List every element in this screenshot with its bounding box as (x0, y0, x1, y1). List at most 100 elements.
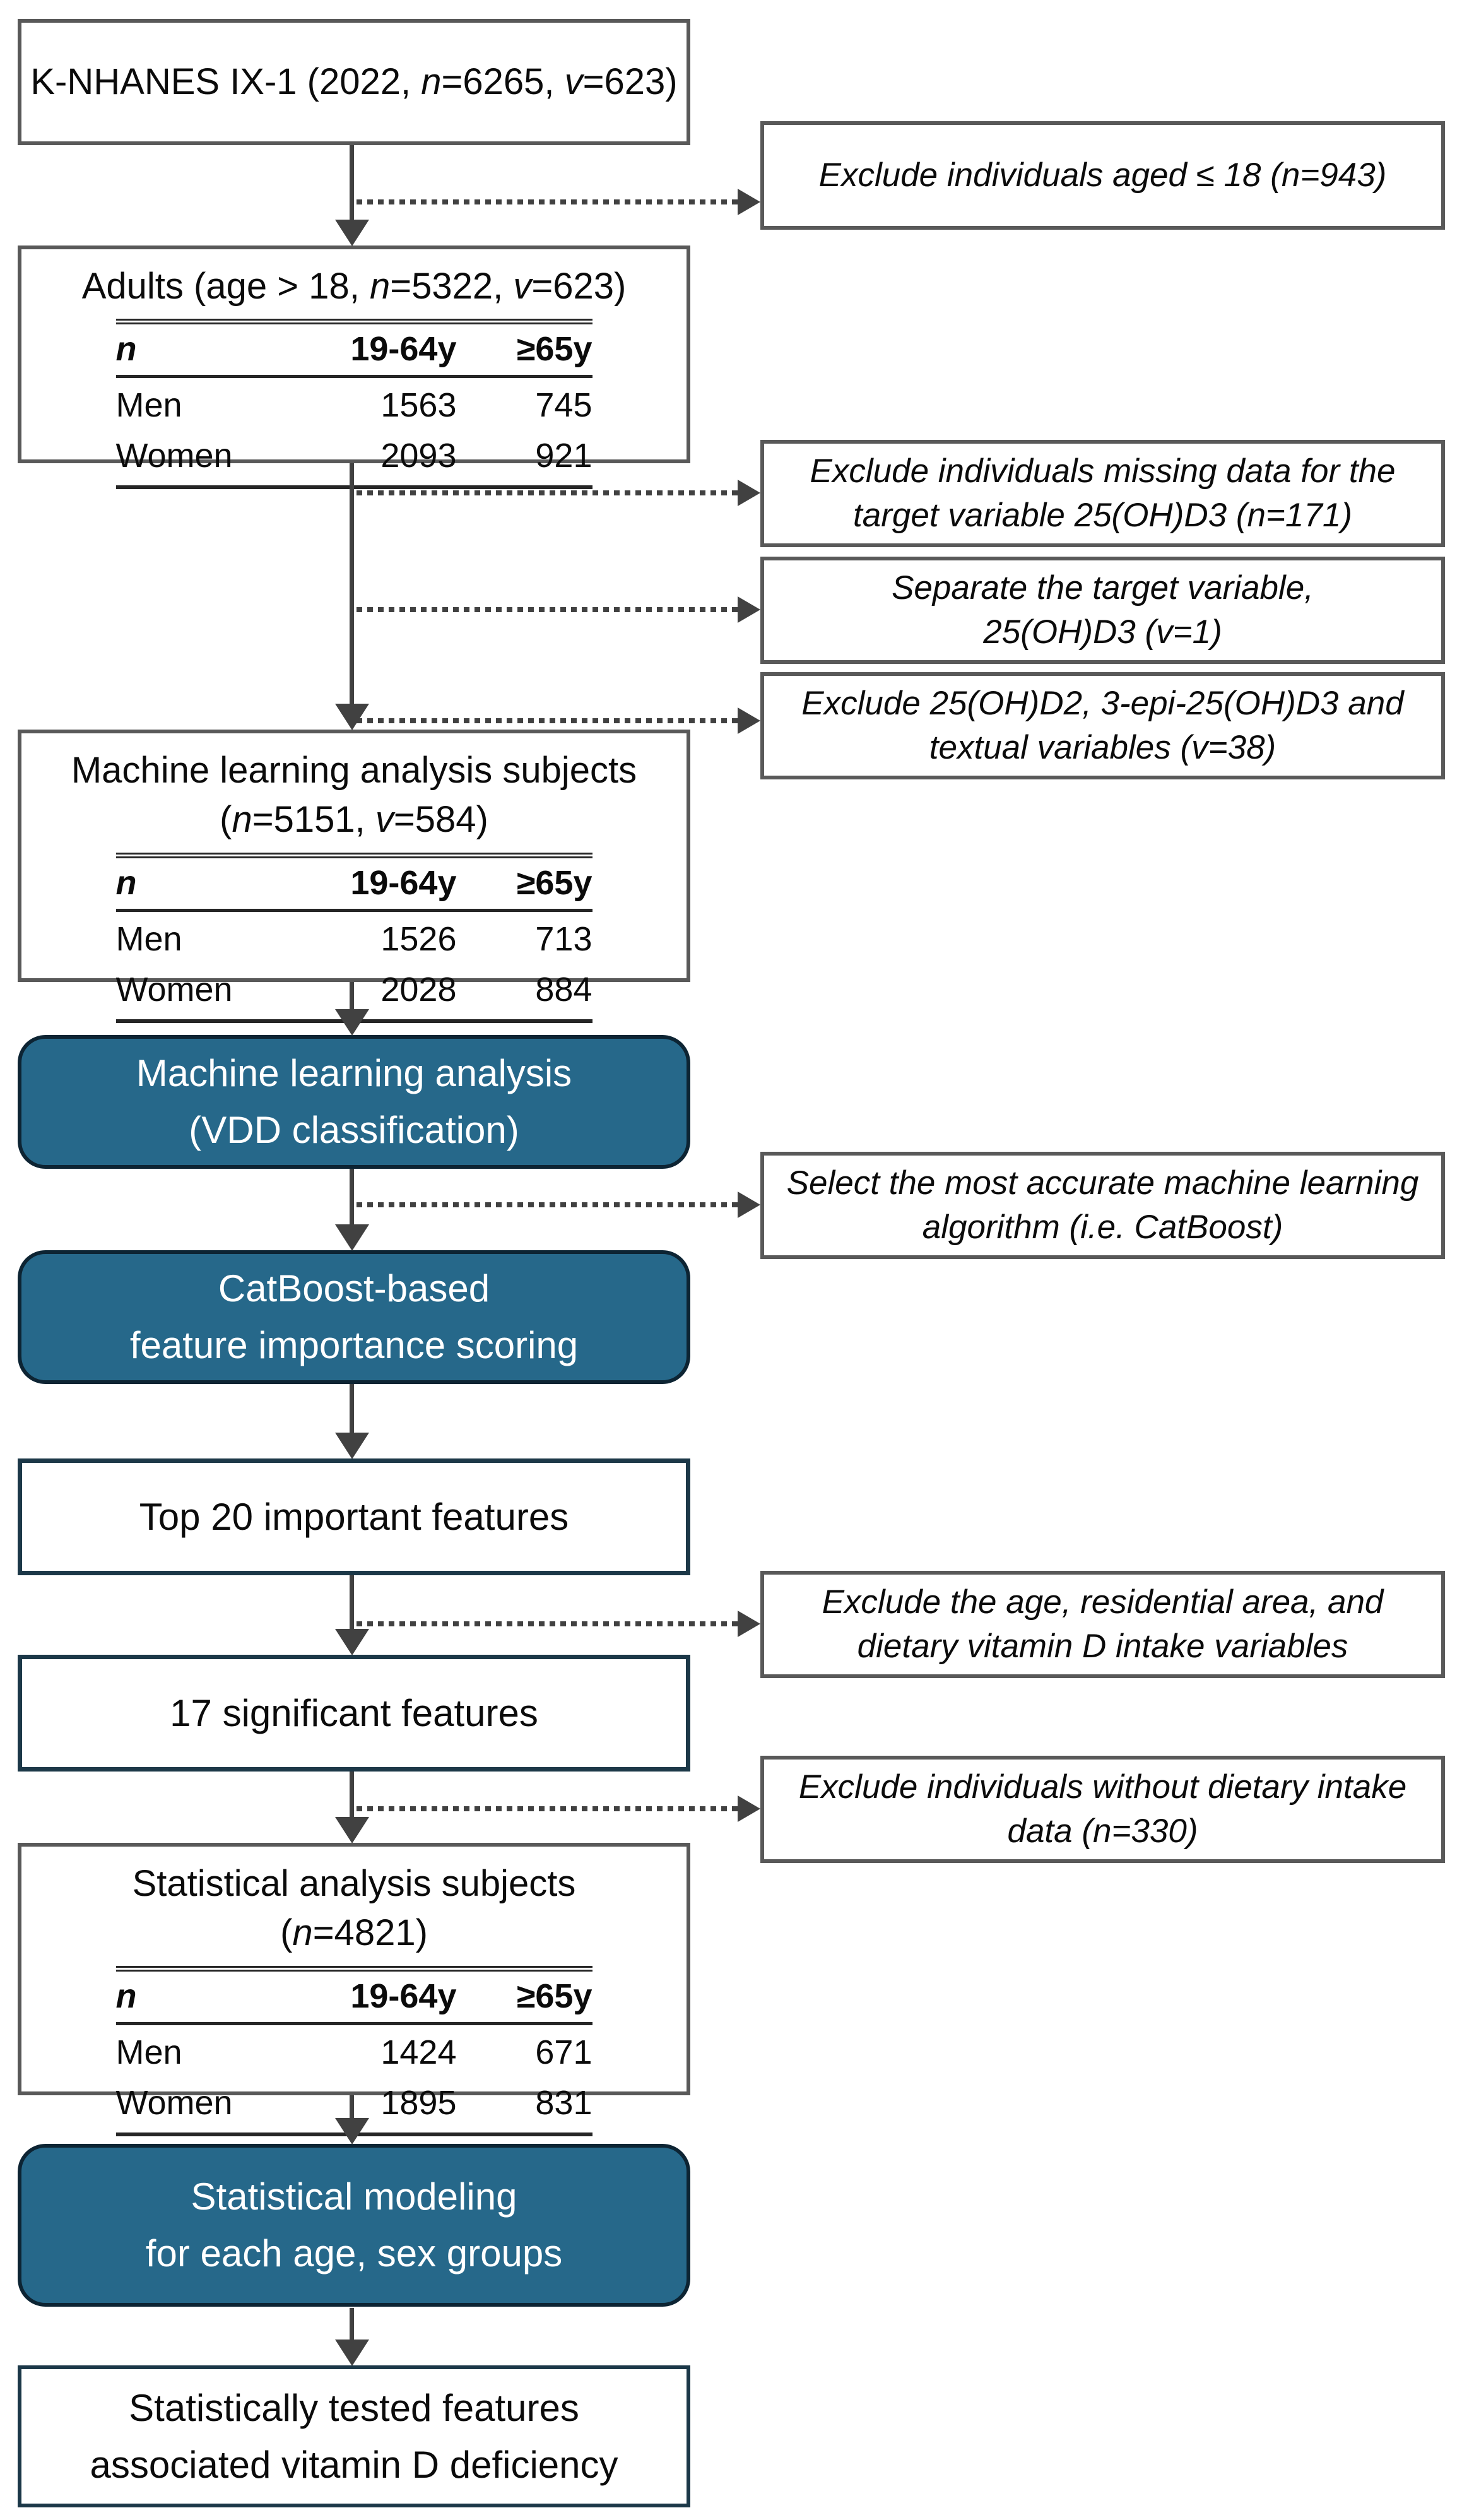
right-arrow-head-icon (738, 480, 760, 506)
table-cell: Women (115, 2075, 274, 2136)
table-header-65y: ≥65y (456, 852, 592, 912)
table-cell: Women (115, 962, 274, 1023)
table-header-19-64y: 19-64y (273, 852, 457, 912)
catboost-box: CatBoost-based feature importance scorin… (18, 1250, 690, 1384)
top20-label: Top 20 important features (139, 1495, 569, 1538)
stat-modeling-box: Statistical modeling for each age, sex g… (18, 2144, 690, 2307)
tested-features-line1: Statistically tested features (129, 2386, 579, 2429)
note-line: dietary vitamin D intake variables (857, 1628, 1348, 1665)
tested-features-line2: associated vitamin D deficiency (90, 2443, 618, 2486)
right-arrow-head-icon (738, 596, 760, 623)
down-arrow-line (350, 2095, 354, 2119)
table-cell: 713 (535, 920, 592, 958)
right-arrow-head-icon (738, 189, 760, 215)
note-line: Exclude the age, residential area, and (822, 1583, 1384, 1621)
down-arrow-head-icon (335, 2118, 369, 2144)
ml-subjects-title-line1: Machine learning analysis subjects (71, 750, 637, 791)
note-separate-target-box: Separate the target variable, 25(OH)D3 (… (760, 557, 1445, 664)
dotted-arrow-line (357, 607, 739, 612)
dotted-arrow-line (357, 490, 739, 495)
ml-subjects-table: n 19-64y ≥65y Men 1526 713 Women 2028 88… (115, 852, 592, 1023)
note-line: 25(OH)D3 (v=1) (983, 613, 1222, 651)
table-header-65y: ≥65y (456, 319, 592, 379)
catboost-line1: CatBoost-based (218, 1267, 490, 1310)
ml-subjects-box: Machine learning analysis subjects (n=51… (18, 730, 690, 1023)
dotted-arrow-line (357, 718, 739, 723)
right-arrow-head-icon (738, 1192, 760, 1218)
table-cell: 2093 (273, 429, 457, 490)
table-header-row: n 19-64y ≥65y (115, 852, 592, 912)
note-line: Select the most accurate machine learnin… (786, 1164, 1419, 1202)
table-header-n: n (115, 1965, 274, 2025)
note-line: Exclude 25(OH)D2, 3-epi-25(OH)D3 and (801, 684, 1404, 722)
adults-table: n 19-64y ≥65y Men 1563 745 Women 2093 92… (115, 319, 592, 490)
down-arrow-line (350, 463, 354, 704)
down-arrow-head-icon (335, 1817, 369, 1843)
table-cell: 1526 (380, 920, 457, 958)
table-cell: Men (115, 2033, 182, 2071)
table-cell: 884 (456, 962, 592, 1023)
table-header-65y: ≥65y (456, 1965, 592, 2025)
table-row-men: Men 1526 713 (116, 910, 592, 962)
note-line: textual variables (v=38) (929, 729, 1276, 766)
table-cell: 921 (456, 429, 592, 490)
table-cell: 831 (456, 2075, 592, 2136)
stat-modeling-line1: Statistical modeling (191, 2175, 517, 2218)
dotted-arrow-line (357, 1806, 739, 1811)
down-arrow-line (350, 145, 354, 221)
table-header-19-64y: 19-64y (273, 1965, 457, 2025)
stat-subjects-title-line2: (n=4821) (280, 1912, 428, 1954)
adults-box: Adults (age > 18, n=5322, v=623) n 19-64… (18, 245, 690, 490)
sig17-box: 17 significant features (18, 1655, 690, 1772)
table-row-women: Women 2093 921 (115, 429, 592, 490)
note-missing-data-box: Exclude individuals missing data for the… (760, 440, 1445, 547)
ml-analysis-box: Machine learning analysis (VDD classific… (18, 1035, 690, 1169)
down-arrow-line (350, 1384, 354, 1435)
source-box: K-NHANES IX-1 (2022, n=6265, v=623) (18, 19, 690, 145)
note-select-algorithm-box: Select the most accurate machine learnin… (760, 1152, 1445, 1259)
down-arrow-line (350, 1575, 354, 1631)
down-arrow-head-icon (335, 704, 369, 730)
table-row-men: Men 1563 745 (116, 377, 592, 429)
down-arrow-head-icon (335, 1433, 369, 1459)
right-arrow-head-icon (738, 1611, 760, 1637)
table-header-row: n 19-64y ≥65y (115, 1965, 592, 2025)
note-exclude-variables-box: Exclude 25(OH)D2, 3-epi-25(OH)D3 and tex… (760, 672, 1445, 779)
table-row-men: Men 1424 671 (116, 2023, 592, 2076)
down-arrow-head-icon (335, 220, 369, 246)
sig17-label: 17 significant features (170, 1691, 538, 1734)
table-row-women: Women 1895 831 (115, 2075, 592, 2136)
down-arrow-head-icon (335, 1009, 369, 1036)
note-exclude-dietary-box: Exclude individuals without dietary inta… (760, 1756, 1445, 1863)
down-arrow-head-icon (335, 1224, 369, 1251)
right-arrow-head-icon (738, 1795, 760, 1822)
down-arrow-line (350, 982, 354, 1011)
ml-subjects-title-line2: (n=5151, v=584) (220, 799, 488, 841)
down-arrow-line (350, 2308, 354, 2341)
table-cell: Women (115, 429, 274, 490)
note-line: Separate the target variable, (892, 569, 1314, 606)
ml-analysis-line1: Machine learning analysis (136, 1052, 572, 1094)
table-header-row: n 19-64y ≥65y (115, 319, 592, 379)
down-arrow-line (350, 1772, 354, 1819)
table-header-19-64y: 19-64y (273, 319, 457, 379)
note-exclude-age-area-box: Exclude the age, residential area, and d… (760, 1571, 1445, 1678)
note-line: target variable 25(OH)D3 (n=171) (853, 497, 1352, 534)
table-header-n: n (115, 319, 274, 379)
note-line: Exclude individuals aged ≤ 18 (n=943) (818, 156, 1387, 194)
note-line: Exclude individuals without dietary inta… (798, 1768, 1407, 1806)
table-row-women: Women 2028 884 (115, 962, 592, 1023)
table-cell: 1563 (380, 386, 457, 425)
dotted-arrow-line (357, 1202, 739, 1207)
table-cell: 745 (535, 386, 592, 425)
stat-subjects-title-line1: Statistical analysis subjects (132, 1863, 576, 1904)
catboost-line2: feature importance scoring (129, 1324, 579, 1366)
adults-title: Adults (age > 18, n=5322, v=623) (81, 266, 627, 307)
table-cell: Men (115, 386, 182, 425)
down-arrow-head-icon (335, 2340, 369, 2366)
table-cell: Men (115, 920, 182, 958)
source-title: K-NHANES IX-1 (2022, n=6265, v=623) (30, 61, 678, 102)
ml-analysis-line2: (VDD classification) (189, 1109, 519, 1151)
right-arrow-head-icon (738, 707, 760, 734)
